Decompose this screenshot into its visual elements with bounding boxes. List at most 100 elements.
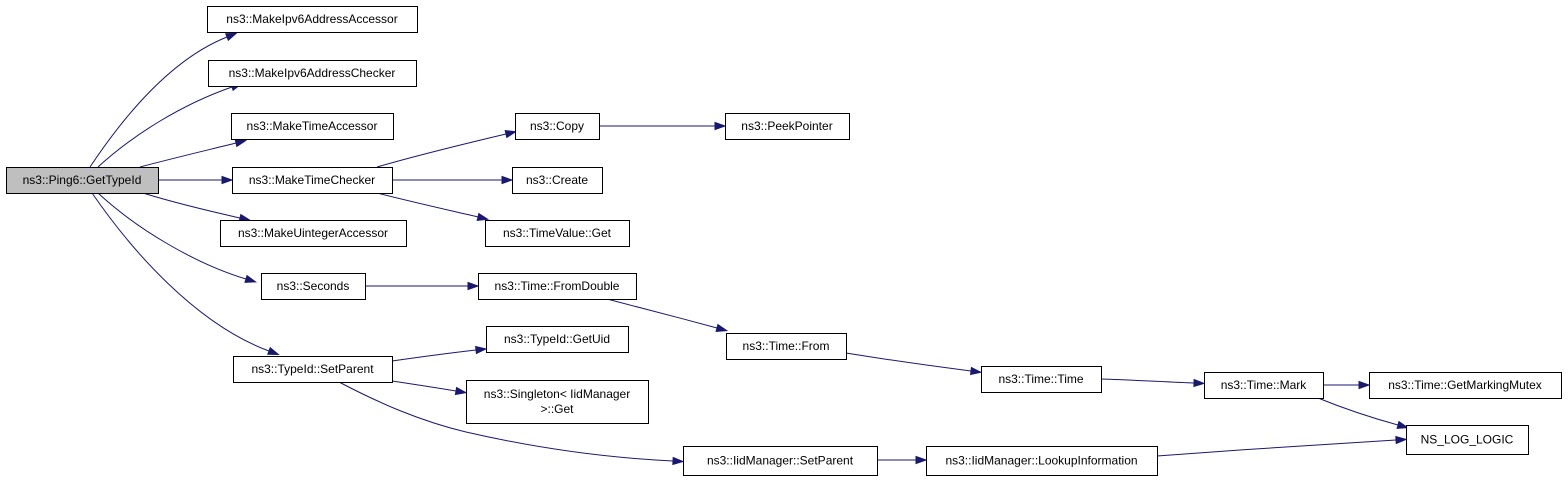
function-node[interactable]: ns3::MakeTimeAccessor: [231, 113, 394, 140]
node-box[interactable]: [478, 273, 637, 300]
function-node[interactable]: ns3::Time::GetMarkingMutex: [1369, 372, 1562, 399]
edge-line: [142, 192, 241, 219]
function-nodes: ns3::Ping6::GetTypeId ns3::MakeIpv6Addres…: [6, 6, 1562, 476]
node-box[interactable]: [512, 167, 603, 194]
function-node[interactable]: ns3::PeekPointer: [725, 113, 850, 140]
function-node[interactable]: ns3::TypeId::GetUid: [486, 326, 629, 353]
call-edge-n0-n3: [139, 139, 248, 168]
node-label: ns3::Create: [526, 173, 588, 187]
edge-line: [97, 192, 247, 280]
node-box[interactable]: [1369, 372, 1562, 399]
call-edge-n0-n5: [142, 192, 252, 222]
node-box[interactable]: [726, 333, 847, 360]
call-edge-n7-n18: [391, 345, 488, 362]
arrow-head-icon: [1396, 420, 1410, 429]
node-box[interactable]: [220, 220, 407, 247]
node-box[interactable]: [261, 273, 366, 300]
call-edge-n12-n13: [606, 298, 729, 332]
node-label: ns3::TimeValue::Get: [503, 226, 612, 240]
call-edge-n0-n6: [97, 192, 258, 283]
arrow-head-icon: [672, 456, 685, 466]
node-box[interactable]: [981, 366, 1102, 393]
edge-line: [97, 86, 233, 168]
edge-line: [391, 349, 477, 362]
call-edge-n13-n14: [845, 352, 983, 376]
node-box[interactable]: [233, 356, 393, 383]
call-edge-n4-n8: [376, 130, 518, 168]
call-edge-n0-n7: [91, 192, 280, 356]
call-edge-n15-n17: [1317, 397, 1410, 429]
function-node[interactable]: ns3::Time::From: [726, 333, 847, 360]
node-box[interactable]: [231, 113, 394, 140]
function-node[interactable]: ns3::TypeId::SetParent: [233, 356, 393, 383]
arrow-head-icon: [714, 121, 727, 131]
call-edge-n14-n15: [1100, 378, 1206, 388]
node-box[interactable]: [208, 60, 417, 87]
edge-line: [91, 192, 270, 352]
arrow-head-icon: [1395, 435, 1408, 445]
node-box[interactable]: [725, 113, 850, 140]
node-box[interactable]: [1204, 372, 1324, 399]
root-function-node[interactable]: ns3::Ping6::GetTypeId: [6, 167, 159, 194]
call-edge-n7-n19: [391, 380, 468, 396]
function-node[interactable]: ns3::Create: [512, 167, 603, 194]
arrow-head-icon: [504, 130, 518, 139]
node-label: ns3::Copy: [530, 119, 584, 133]
arrow-head-icon: [221, 175, 234, 185]
function-node[interactable]: ns3::MakeIpv6AddressChecker: [208, 60, 417, 87]
node-label: >::Get: [540, 402, 574, 416]
function-node[interactable]: ns3::Singleton< IidManager>::Get: [466, 380, 649, 424]
call-edge-n6-n12: [365, 281, 480, 291]
arrow-head-icon: [915, 455, 928, 465]
function-node[interactable]: ns3::Time::Mark: [1204, 372, 1324, 399]
node-label: ns3::Time::GetMarkingMutex: [1388, 378, 1542, 392]
function-node[interactable]: ns3::MakeIpv6AddressAccessor: [207, 6, 418, 33]
node-label: ns3::IidManager::LookupInformation: [945, 454, 1137, 468]
node-box[interactable]: [485, 220, 630, 247]
node-box[interactable]: [1406, 425, 1529, 455]
arrow-head-icon: [970, 366, 983, 376]
function-node[interactable]: ns3::Time::Time: [981, 366, 1102, 393]
node-label: ns3::MakeTimeAccessor: [247, 119, 378, 133]
node-box[interactable]: [486, 326, 629, 353]
node-box[interactable]: [207, 6, 418, 33]
call-edge-n20-n21: [877, 455, 928, 465]
arrow-head-icon: [467, 281, 480, 291]
function-node[interactable]: ns3::Time::FromDouble: [478, 273, 637, 300]
node-label: ns3::MakeIpv6AddressChecker: [229, 66, 396, 80]
node-label: ns3::Time::Mark: [1221, 378, 1308, 392]
node-label: ns3::MakeTimeChecker: [249, 173, 375, 187]
node-label: ns3::Singleton< IidManager: [484, 387, 630, 401]
node-box[interactable]: [232, 167, 393, 194]
edge-line: [1156, 439, 1397, 457]
node-box[interactable]: [515, 113, 600, 140]
function-node[interactable]: ns3::MakeUintegerAccessor: [220, 220, 407, 247]
edge-line: [1317, 397, 1399, 426]
call-edge-n0-n2: [97, 83, 243, 168]
node-label: ns3::TypeId::SetParent: [251, 362, 374, 376]
node-label: NS_LOG_LOGIC: [1421, 433, 1514, 447]
node-box[interactable]: [6, 167, 159, 194]
function-node[interactable]: ns3::MakeTimeChecker: [232, 167, 393, 194]
node-label: ns3::TypeId::GetUid: [504, 332, 610, 346]
node-label: ns3::Time::Time: [998, 372, 1083, 386]
function-node[interactable]: ns3::IidManager::SetParent: [683, 446, 878, 476]
arrow-head-icon: [1358, 380, 1371, 390]
node-box[interactable]: [683, 446, 878, 476]
call-edge-n8-n9: [599, 121, 727, 131]
node-label: ns3::Time::FromDouble: [495, 279, 620, 293]
node-box[interactable]: [466, 380, 649, 424]
node-box[interactable]: [926, 446, 1158, 476]
arrow-head-icon: [715, 323, 729, 332]
function-node[interactable]: ns3::Seconds: [261, 273, 366, 300]
arrow-head-icon: [1193, 378, 1206, 388]
node-label: ns3::IidManager::SetParent: [707, 454, 854, 468]
function-node[interactable]: NS_LOG_LOGIC: [1406, 425, 1529, 455]
function-node[interactable]: ns3::TimeValue::Get: [485, 220, 630, 247]
arrow-head-icon: [501, 175, 514, 185]
function-node[interactable]: ns3::IidManager::LookupInformation: [926, 446, 1158, 476]
edge-line: [376, 133, 507, 168]
edge-line: [89, 36, 228, 168]
edge-line: [139, 142, 237, 168]
function-node[interactable]: ns3::Copy: [515, 113, 600, 140]
